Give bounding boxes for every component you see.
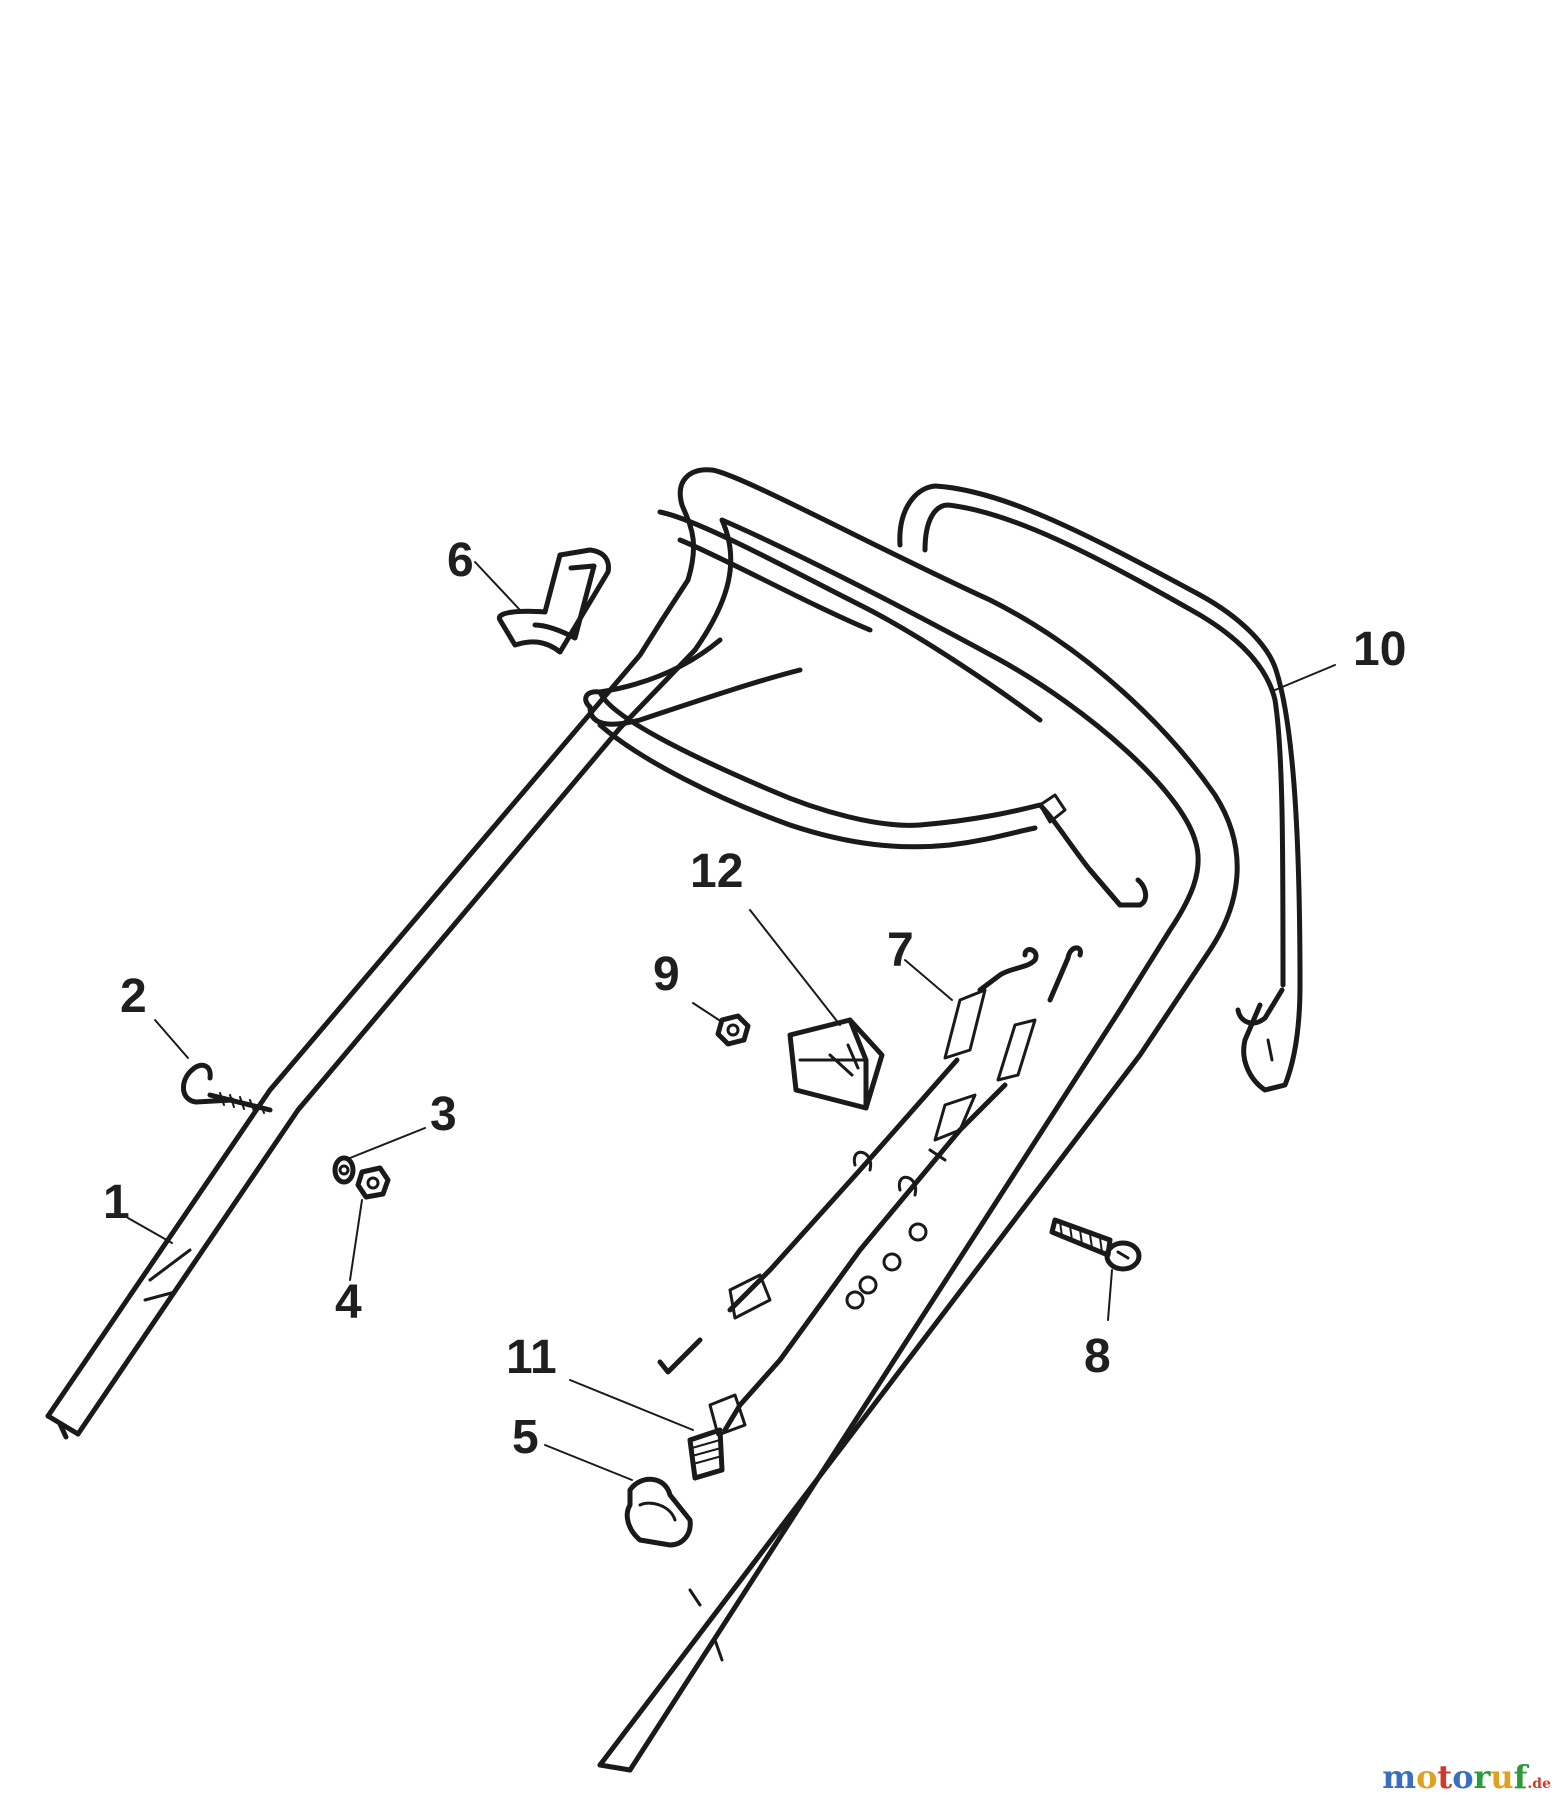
callout-9: 9 (653, 948, 680, 1001)
watermark-letters: motoruf (1382, 1758, 1527, 1796)
callout-11: 11 (506, 1331, 557, 1384)
part-11-cable-spring (687, 1393, 747, 1481)
part-3-washer (332, 1155, 356, 1185)
watermark-letter: m (1382, 1758, 1417, 1796)
watermark-logo: motoruf.de (1382, 1758, 1551, 1796)
part-5-cable-clamp (624, 1476, 693, 1548)
part-6-cable-clip (496, 547, 611, 655)
watermark-letter: o (1452, 1758, 1474, 1796)
callout-5: 5 (512, 1411, 539, 1464)
callout-8: 8 (1084, 1330, 1111, 1383)
callout-12: 12 (690, 845, 743, 898)
leader-lines (127, 561, 1336, 1481)
part-8-bolt (1049, 1217, 1142, 1272)
watermark-letter: t (1437, 1758, 1453, 1796)
part-7-control-cables (657, 945, 1083, 1433)
watermark-suffix: .de (1527, 1776, 1551, 1792)
watermark-letter: f (1513, 1758, 1528, 1796)
watermark-letter: o (1416, 1758, 1438, 1796)
operator-bail-bar (583, 509, 1149, 908)
part-12-cable-holder (787, 1017, 885, 1111)
small-rings (845, 1222, 928, 1310)
part-2-hook-bolt (181, 1062, 273, 1114)
callout-1: 1 (103, 1176, 130, 1229)
watermark-letter: r (1473, 1758, 1491, 1796)
part-9-nut (715, 1013, 751, 1047)
callout-3: 3 (430, 1088, 457, 1141)
callout-6: 6 (447, 534, 474, 587)
upper-handle-tube (597, 467, 1240, 1773)
callout-2: 2 (120, 970, 147, 1023)
callout-labels: 1 2 3 4 5 6 7 8 9 10 11 12 (103, 534, 1406, 1464)
watermark-letter: u (1490, 1758, 1514, 1796)
part-4-nut (355, 1165, 391, 1200)
callout-7: 7 (887, 924, 914, 977)
part-1-left-lower-handle (45, 617, 698, 1440)
callout-10: 10 (1353, 623, 1406, 676)
part-10-drive-bar (897, 483, 1303, 1093)
callout-4: 4 (335, 1276, 362, 1329)
